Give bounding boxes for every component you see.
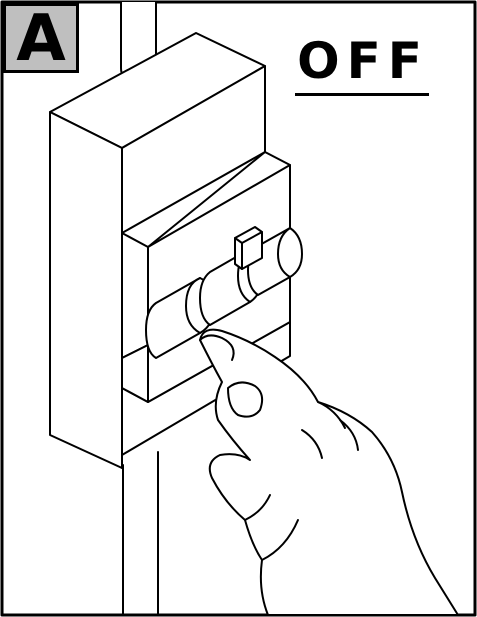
off-label: OFF: [297, 32, 429, 90]
hand: [199, 328, 459, 616]
wall-pipes: [122, 451, 159, 616]
step-badge: A: [3, 3, 79, 73]
consumer-unit: [49, 32, 291, 469]
breaker-toggles: [145, 226, 303, 359]
step-letter: A: [16, 2, 66, 76]
off-underline: [295, 93, 429, 96]
